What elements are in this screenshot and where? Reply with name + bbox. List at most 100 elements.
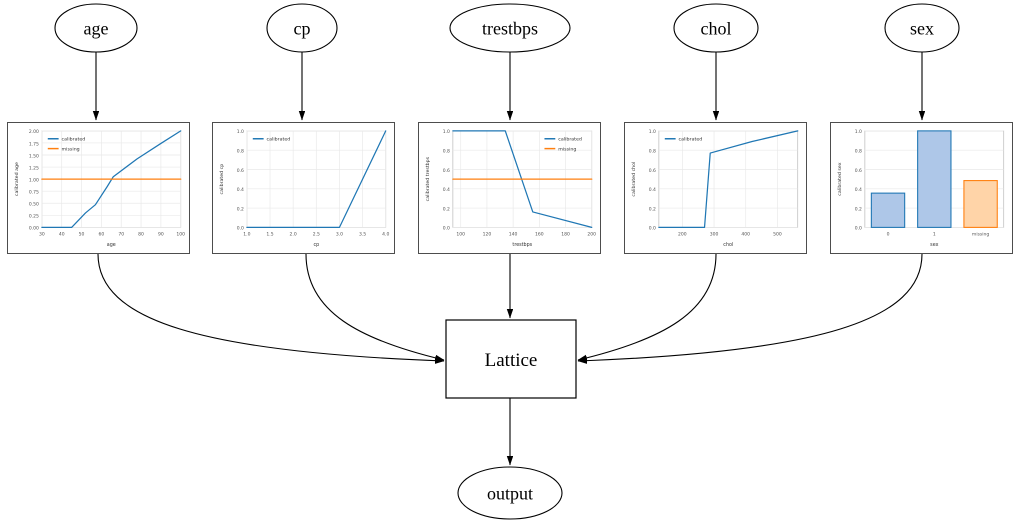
node-label: chol bbox=[701, 19, 732, 39]
y-axis-label: calibrated cp bbox=[219, 164, 225, 195]
y-tick-label: 1.75 bbox=[29, 141, 39, 147]
y-tick-label: 0.4 bbox=[443, 187, 450, 193]
y-tick-label: 0.2 bbox=[855, 206, 862, 212]
legend-label-calibrated: calibrated bbox=[267, 137, 291, 143]
series-line-calibrated bbox=[246, 130, 387, 229]
x-tick-label: 40 bbox=[59, 231, 65, 237]
x-tick-label: 160 bbox=[535, 231, 544, 237]
y-tick-label: 0.50 bbox=[29, 202, 39, 208]
node-ellipse bbox=[884, 3, 960, 53]
x-tick-label: 90 bbox=[158, 231, 164, 237]
x-tick-label: 70 bbox=[118, 231, 124, 237]
y-tick-label: 1.0 bbox=[649, 129, 656, 135]
legend-label-missing: missing bbox=[62, 146, 80, 152]
y-tick-label: 0.4 bbox=[855, 187, 862, 193]
x-tick-label: 60 bbox=[99, 231, 105, 237]
x-axis-label: cp bbox=[313, 243, 319, 248]
output-node[interactable]: output bbox=[457, 466, 563, 520]
x-tick-label: 2.5 bbox=[313, 231, 320, 237]
bar-missing bbox=[963, 180, 998, 228]
y-tick-label: 0.8 bbox=[443, 149, 450, 155]
x-tick-label: 3.5 bbox=[359, 231, 366, 237]
y-tick-label: 0.2 bbox=[237, 206, 244, 212]
x-axis-label: trestbps bbox=[512, 242, 532, 248]
y-tick-label: 1.0 bbox=[855, 129, 862, 135]
lattice-label: Lattice bbox=[485, 350, 538, 371]
y-tick-label: 0.6 bbox=[443, 168, 450, 174]
edge-sex-calibrator-to-lattice bbox=[577, 253, 923, 364]
x-axis-label: chol bbox=[723, 242, 733, 248]
plot-trestbps: 0.0 0.2 0.4 0.6 0.8 1.0 calibrated trestbps 100… bbox=[425, 129, 596, 248]
series-line-calibrated bbox=[41, 130, 182, 229]
y-tick-label: 0.75 bbox=[29, 190, 39, 196]
x-tick-label: 120 bbox=[483, 231, 492, 237]
edge-cp-calibrator-to-lattice bbox=[305, 253, 445, 362]
x-tick-label: 180 bbox=[561, 231, 570, 237]
x-tick-label: 200 bbox=[587, 231, 596, 237]
y-tick-label: 0.0 bbox=[237, 226, 244, 232]
y-tick-label: 0.0 bbox=[443, 226, 450, 232]
y-tick-label: 1.0 bbox=[237, 129, 244, 135]
y-tick-label: 0.0 bbox=[649, 226, 656, 232]
node-ellipse bbox=[266, 3, 338, 53]
node-label: age bbox=[84, 19, 109, 39]
x-axis-label: sex bbox=[930, 243, 938, 248]
input-node-sex[interactable]: sex bbox=[884, 3, 960, 53]
y-tick-label: 0.4 bbox=[237, 187, 244, 193]
y-tick-label: 1.00 bbox=[29, 178, 39, 184]
node-label: trestbps bbox=[482, 19, 538, 39]
plot-age: 0.000.250.500.751.001.251.501.752.00cali… bbox=[14, 129, 185, 248]
x-tick-label: 400 bbox=[741, 231, 750, 237]
node-ellipse bbox=[54, 3, 138, 53]
x-tick-label: 500 bbox=[773, 231, 782, 237]
bar-1 bbox=[917, 130, 952, 228]
node-ellipse bbox=[449, 3, 571, 53]
node-ellipse bbox=[673, 3, 759, 53]
input-node-trestbps[interactable]: trestbps bbox=[449, 3, 571, 53]
y-tick-label: 0.8 bbox=[649, 149, 656, 155]
graph-edges bbox=[92, 52, 926, 466]
y-tick-label: 0.8 bbox=[237, 149, 244, 155]
x-tick-label: 140 bbox=[509, 231, 518, 237]
node-label: output bbox=[487, 484, 533, 504]
series-line-calibrated bbox=[658, 130, 799, 229]
x-tick-label: 200 bbox=[678, 231, 687, 237]
x-tick-label: 80 bbox=[138, 231, 144, 237]
x-tick-label: 30 bbox=[39, 231, 45, 237]
x-tick-label: 1.5 bbox=[266, 231, 273, 237]
y-tick-label: 0.0 bbox=[855, 226, 862, 232]
x-tick-label: 100 bbox=[456, 231, 465, 237]
input-node-chol[interactable]: chol bbox=[673, 3, 759, 53]
y-tick-label: 1.0 bbox=[443, 129, 450, 135]
node-label: cp bbox=[294, 19, 311, 39]
y-tick-label: 0.2 bbox=[443, 206, 450, 212]
input-node-cp[interactable]: cp bbox=[266, 3, 338, 53]
edge-chol-calibrator-to-lattice bbox=[577, 253, 717, 362]
y-axis-label: calibrated age bbox=[14, 162, 20, 196]
input-node-age[interactable]: age bbox=[54, 3, 138, 53]
legend-label-calibrated: calibrated bbox=[558, 137, 582, 143]
y-tick-label: 1.25 bbox=[29, 165, 39, 171]
x-axis-label: age bbox=[107, 243, 116, 248]
x-tick-label: 4.0 bbox=[382, 231, 389, 237]
x-tick-label: 100 bbox=[176, 231, 185, 237]
legend-label-calibrated: calibrated bbox=[679, 137, 703, 143]
x-tick-label: 0 bbox=[887, 231, 890, 237]
y-tick-label: 0.00 bbox=[29, 226, 39, 232]
y-axis-label: calibrated chol bbox=[631, 162, 637, 197]
edge-age-calibrator-to-lattice bbox=[97, 253, 445, 364]
x-tick-label: 1.0 bbox=[243, 231, 250, 237]
node-label: sex bbox=[910, 19, 934, 39]
y-tick-label: 0.25 bbox=[29, 214, 39, 220]
x-tick-label: 3.0 bbox=[336, 231, 343, 237]
legend-label-missing: missing bbox=[558, 146, 576, 152]
y-tick-label: 0.6 bbox=[649, 168, 656, 174]
lattice-node[interactable]: Lattice bbox=[445, 319, 577, 399]
calibrator-panel-trestbps: 0.0 0.2 0.4 0.6 0.8 1.0 calibrated trestbps 100… bbox=[418, 122, 601, 254]
series-line-calibrated bbox=[452, 130, 593, 229]
